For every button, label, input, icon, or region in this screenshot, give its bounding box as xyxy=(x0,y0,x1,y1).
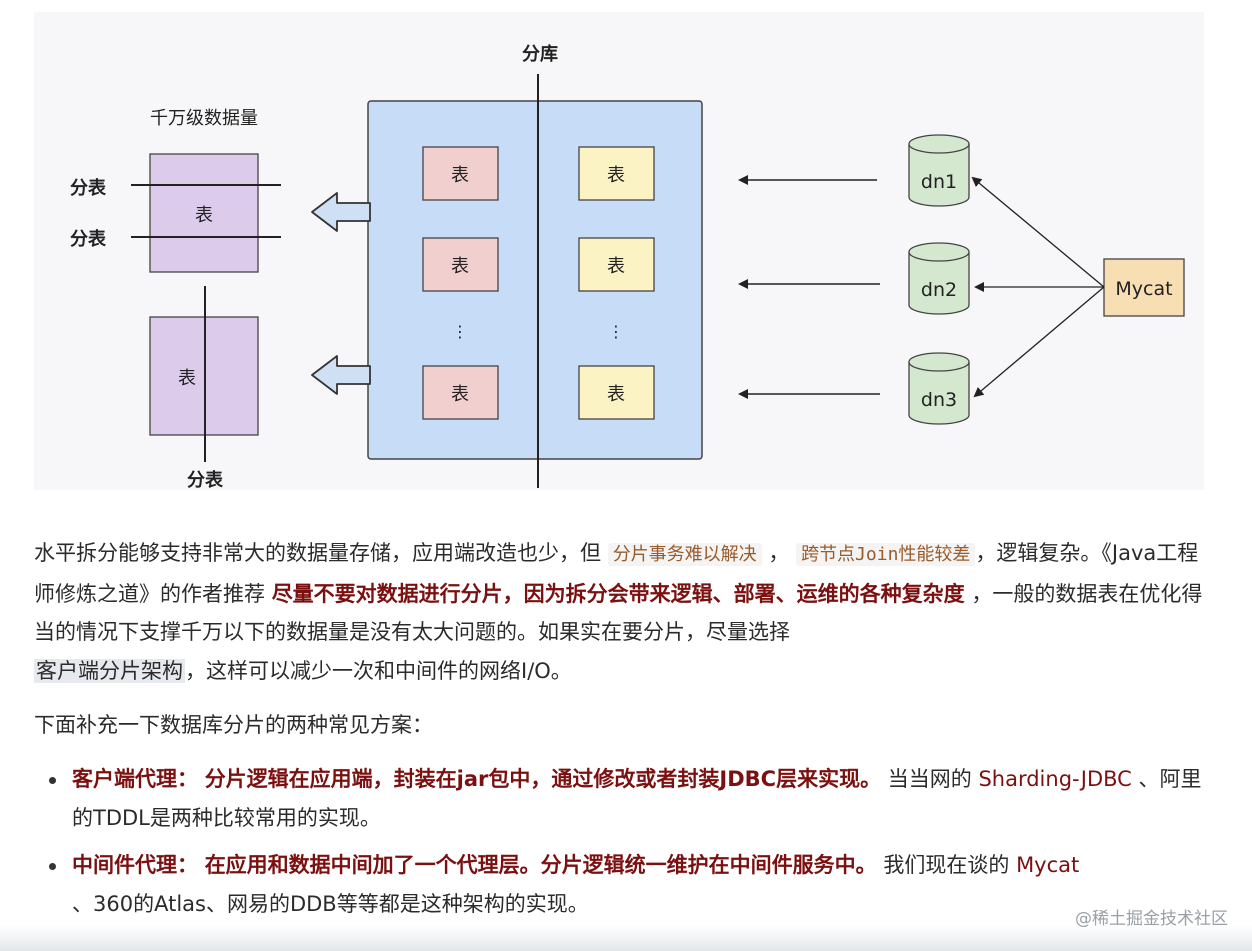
svg-text:表: 表 xyxy=(451,384,469,405)
p1-text-a: 水平拆分能够支持非常大的数据量存储，应用端改造也少，但 xyxy=(34,541,601,565)
sharding-diagram: 分库 表 表 ⋮ 表 表 表 ⋮ 表 xyxy=(70,43,1185,490)
vertical-split-label: 分库 xyxy=(522,43,558,65)
shard-table-right-3: 表 xyxy=(578,365,655,420)
horizontal-split-table: 表 xyxy=(149,153,259,273)
bullet-1-text-b: 、阿里的TDDL是两种比较常用的实现。 xyxy=(72,767,1202,830)
p1-text-b: ，逻辑复杂。《Java工程师修炼之道》的作者推荐 xyxy=(34,541,1199,606)
list-item-client-proxy: 客户端代理： 分片逻辑在应用端，封装在jar包中，通过修改或者封装JDBC层来实… xyxy=(34,760,1214,838)
bottom-strip xyxy=(0,925,1252,951)
code-cross-node-join: 跨节点Join性能较差 xyxy=(796,543,976,566)
svg-text:dn2: dn2 xyxy=(921,279,957,301)
svg-text:dn3: dn3 xyxy=(921,389,957,411)
svg-text:表: 表 xyxy=(451,256,469,277)
proxy-arrow-dn1 xyxy=(971,176,1105,288)
proxy-arrow-dn3 xyxy=(973,286,1105,398)
bullet-2-text-a: 我们现在谈的 xyxy=(883,853,1010,877)
svg-text:表: 表 xyxy=(178,368,196,389)
svg-text:表: 表 xyxy=(195,205,213,226)
bullet-2-label: 中间件代理： xyxy=(72,853,198,877)
split-label-1: 分表 xyxy=(70,177,107,199)
bullet-1-sharding-jdbc: Sharding-JDBC xyxy=(978,767,1132,791)
scheme-list: 客户端代理： 分片逻辑在应用端，封装在jar包中，通过修改或者封装JDBC层来实… xyxy=(34,760,1214,932)
bullet-1-strong: 分片逻辑在应用端，封装在jar包中，通过修改或者封装JDBC层来实现。 xyxy=(204,767,882,791)
paragraph-horizontal-split: 水平拆分能够支持非常大的数据量存储，应用端改造也少，但 分片事务难以解决 ， 跨… xyxy=(34,534,1214,690)
ellipsis-left: ⋮ xyxy=(452,322,468,341)
shard-table-left-2: 表 xyxy=(422,237,499,292)
mycat-proxy: Mycat xyxy=(1103,258,1185,317)
hollow-arrow-top xyxy=(311,192,371,232)
p1-text-c: ，一般的数据表在优化得当的情况下支撑千万以下的数据量是没有太大问题的。如果实在要… xyxy=(34,581,1203,645)
p1-text-d: ，这样可以减少一次和中间件的网络I/O。 xyxy=(185,658,572,683)
split-label-3: 分表 xyxy=(187,469,224,490)
bullet-2-mycat: Mycat xyxy=(1016,853,1080,877)
data-node-dn3: dn3 xyxy=(908,352,970,425)
p1-highlight-client-side: 客户端分片架构 xyxy=(34,658,185,683)
data-node-dn2: dn2 xyxy=(908,242,970,315)
svg-text:Mycat: Mycat xyxy=(1115,278,1172,300)
split-label-2: 分表 xyxy=(70,228,107,250)
data-node-dn1: dn1 xyxy=(908,134,970,207)
bullet-2-strong: 在应用和数据中间加了一个代理层。分片逻辑统一维护在中间件服务中。 xyxy=(204,853,877,877)
shard-table-left-1: 表 xyxy=(422,146,499,201)
shard-table-right-1: 表 xyxy=(578,146,655,201)
code-distributed-transaction: 分片事务难以解决 xyxy=(607,543,762,566)
ellipsis-right: ⋮ xyxy=(608,322,624,341)
svg-text:表: 表 xyxy=(607,256,625,277)
shard-table-right-2: 表 xyxy=(578,237,655,292)
svg-text:dn1: dn1 xyxy=(921,171,957,193)
bullet-1-text-a: 当当网的 xyxy=(887,767,972,791)
paragraph-two-schemes: 下面补充一下数据库分片的两种常见方案： xyxy=(34,713,433,737)
watermark: @稀土掘金技术社区 xyxy=(1075,909,1228,929)
hollow-arrow-bottom xyxy=(311,355,371,395)
bullet-2-text-b: 、360的Atlas、网易的DDB等等都是这种架构的实现。 xyxy=(72,892,589,916)
diagram-panel: 分库 表 表 ⋮ 表 表 表 ⋮ 表 xyxy=(34,12,1204,490)
bullet-1-label: 客户端代理： xyxy=(72,767,198,791)
source-title: 千万级数据量 xyxy=(150,108,258,129)
shard-table-left-3: 表 xyxy=(422,365,499,420)
list-item-middleware-proxy: 中间件代理： 在应用和数据中间加了一个代理层。分片逻辑统一维护在中间件服务中。 … xyxy=(34,846,1214,924)
p1-sep: ， xyxy=(768,541,790,565)
svg-text:表: 表 xyxy=(607,384,625,405)
svg-text:表: 表 xyxy=(607,165,625,186)
p1-strong-recommendation: 尽量不要对数据进行分片，因为拆分会带来逻辑、部署、运维的各种复杂度 xyxy=(271,581,965,606)
svg-text:表: 表 xyxy=(451,165,469,186)
